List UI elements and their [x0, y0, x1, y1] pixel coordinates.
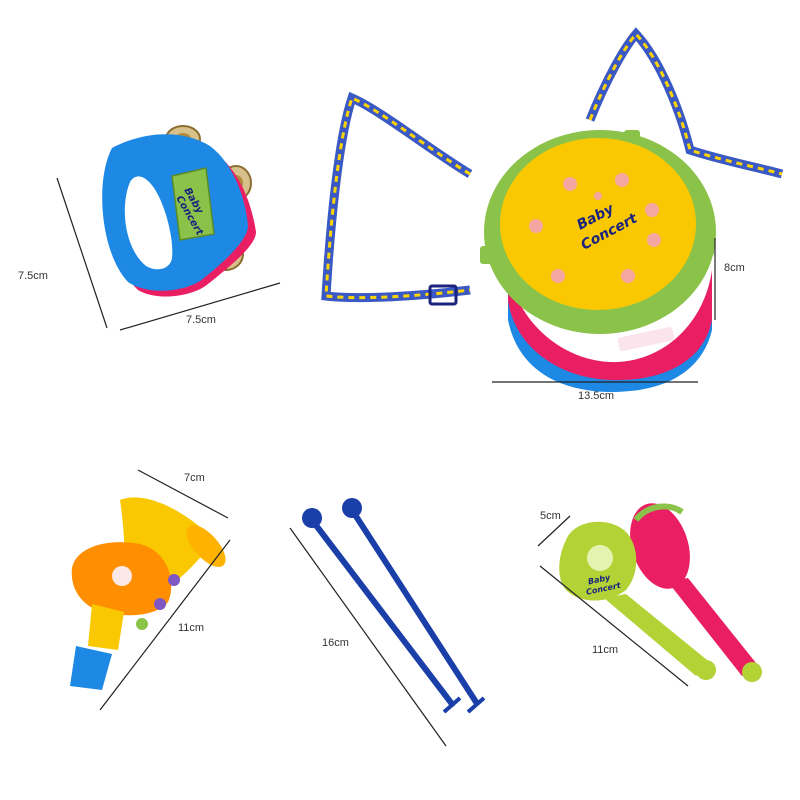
- drumsticks-length-line: [289, 527, 447, 747]
- drum-lug: [624, 130, 640, 146]
- drum-lug: [480, 246, 496, 264]
- drum-width-label: 13.5cm: [578, 390, 615, 402]
- drum: Baby Concert: [321, 27, 784, 392]
- drum-height-label: 8cm: [724, 262, 745, 274]
- horn-stem: [88, 604, 124, 650]
- maraca-green-face: [587, 545, 613, 571]
- drum-bear-decorations: [529, 173, 661, 283]
- maraca-green-handle: [604, 594, 712, 676]
- tambourine-width-line: [119, 282, 281, 331]
- maracas-width-label: 5cm: [540, 510, 561, 522]
- strap-buckle: [428, 284, 458, 306]
- drumsticks-length-label: 16cm: [322, 637, 349, 649]
- drum-shell: [508, 262, 712, 381]
- drumstick-left: [309, 517, 455, 707]
- horn-width-line: [137, 469, 229, 519]
- horn-bell-rim: [186, 525, 226, 567]
- drum-shell-badge: [617, 326, 675, 352]
- drum-head: [500, 138, 696, 310]
- horn-width-label: 7cm: [184, 472, 205, 484]
- horn-button: [136, 618, 148, 630]
- maracas: Baby Concert: [537, 503, 762, 687]
- maraca-pink-end: [742, 662, 762, 682]
- drumstick-left-end: [442, 696, 462, 714]
- horn-button: [154, 598, 166, 610]
- drumstick-right-end: [466, 696, 486, 714]
- tambourine: Baby Concert: [56, 125, 281, 331]
- tambourine-height-label: 7.5cm: [18, 270, 48, 282]
- drum-strap-left: [321, 91, 473, 303]
- tambourine-label: [171, 167, 215, 241]
- tambourine-height-line: [56, 177, 108, 329]
- horn-length-line: [99, 539, 231, 711]
- drum-lug: [696, 236, 714, 256]
- maraca-pink-handle: [668, 578, 760, 676]
- horn-length-label: 11cm: [178, 622, 205, 634]
- horn: [70, 469, 231, 711]
- drumstick-left-head: [302, 508, 322, 528]
- drumsticks: [289, 498, 486, 747]
- maracas-width-line: [537, 515, 571, 547]
- horn-button: [168, 574, 180, 586]
- horn-mouthpiece: [70, 646, 112, 690]
- drum-strap-right-stripe: [588, 31, 783, 176]
- maraca-green-end: [696, 660, 716, 680]
- maracas-length-line: [539, 565, 689, 687]
- tambourine-handle-hole: [124, 176, 173, 270]
- maraca-pink-band: [633, 503, 684, 522]
- drumstick-right-head: [342, 498, 362, 518]
- tambourine-width-label: 7.5cm: [186, 314, 216, 326]
- maracas-length-label: 11cm: [592, 644, 619, 656]
- maraca-pink-head: [630, 503, 690, 589]
- horn-bear-face: [112, 566, 132, 586]
- drumstick-right: [349, 507, 479, 705]
